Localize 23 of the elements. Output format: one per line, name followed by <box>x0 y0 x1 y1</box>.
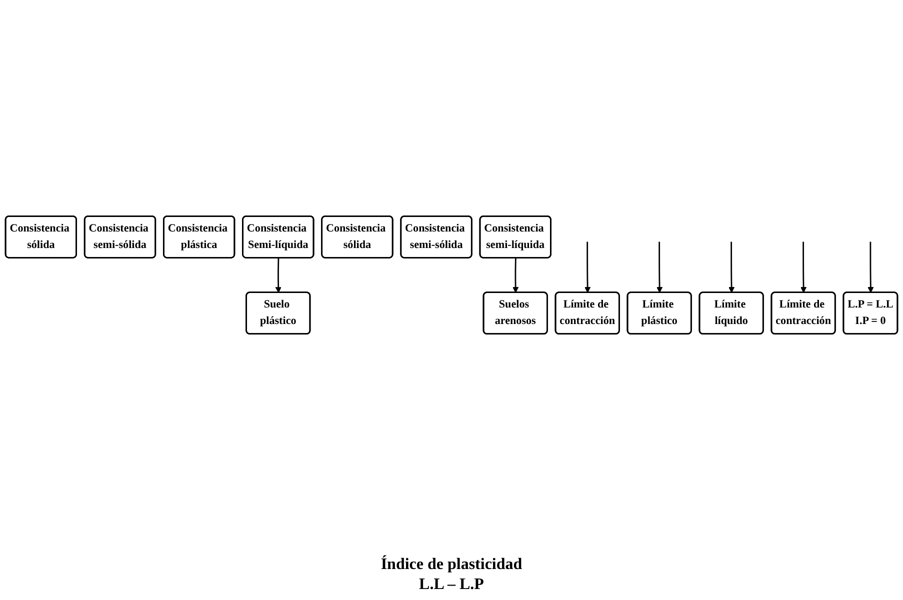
rounded-box: Límite plástico <box>626 292 692 335</box>
rounded-box: Límite de contracción <box>554 292 620 335</box>
rounded-box: Consistencia semi-sólida <box>84 215 156 258</box>
rounded-box: Consistencia semi-sólida <box>400 215 472 258</box>
rounded-box: Consistencia sólida <box>4 215 77 258</box>
rounded-box: Suelo plástico <box>246 292 311 335</box>
rounded-box: Consistencia plástica <box>162 215 236 258</box>
note-text: L.L – L.P <box>418 576 485 594</box>
arrow <box>512 258 519 293</box>
rounded-box: L.P = L.L I.P = 0 <box>842 292 898 335</box>
arrow <box>656 242 663 293</box>
rounded-box: Límite líquido <box>698 292 764 335</box>
rounded-box: Suelos arenosos <box>482 292 548 335</box>
note-text: Índice de plasticidad <box>380 556 522 574</box>
rounded-box: Consistencia Semi-líquida <box>242 215 314 258</box>
arrow <box>868 242 874 293</box>
rounded-box: Límite de contracción <box>770 292 836 335</box>
arrow <box>800 242 807 293</box>
arrow <box>728 242 735 293</box>
rounded-box: Consistencia semi-líquida <box>479 215 552 258</box>
arrow <box>275 258 282 293</box>
rounded-box: Consistencia sólida <box>321 215 394 258</box>
arrow <box>584 242 591 293</box>
